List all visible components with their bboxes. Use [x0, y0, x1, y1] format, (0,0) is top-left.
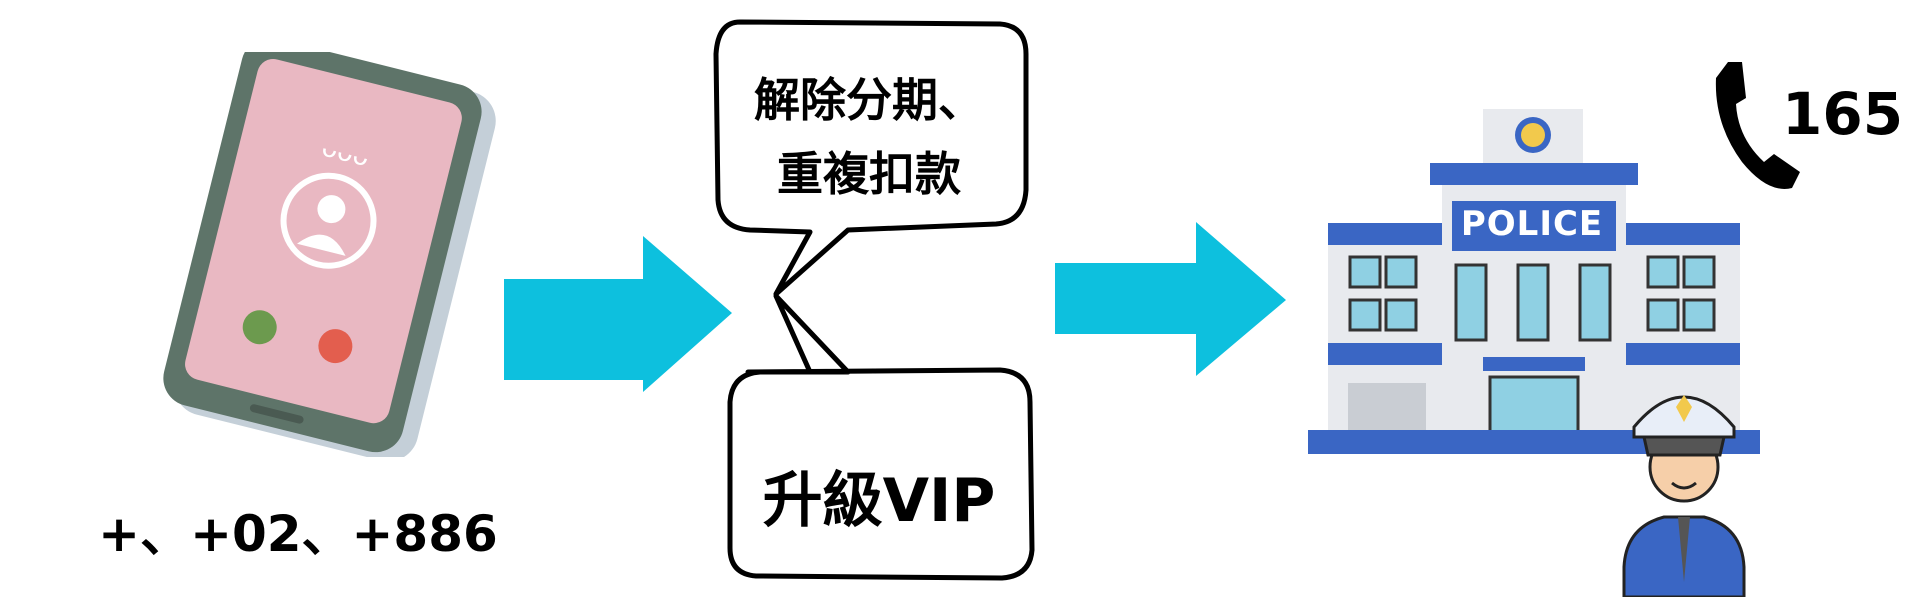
phone-handset-icon: [1715, 62, 1800, 189]
hotline-number: 165: [1782, 80, 1904, 148]
police-officer-illustration: [1622, 395, 1746, 597]
bubble-text-line2: 重複扣款: [777, 147, 961, 201]
decline-call-icon: [318, 329, 353, 364]
police-station-illustration: [1308, 109, 1760, 454]
arrow-right-icon: [1055, 222, 1286, 376]
arrow-right-icon: [504, 236, 732, 392]
speech-bubbles: [713, 19, 1035, 581]
phone-number-prefixes: +、+02、+886: [98, 505, 498, 563]
answer-call-icon: [242, 310, 277, 345]
bubble-text-vip: 升級VIP: [762, 466, 996, 536]
police-sign: POLICE: [1460, 204, 1604, 244]
phone-illustration: ᴗᴗᴗ: [163, 52, 496, 457]
bubble-text-line1: 解除分期、: [754, 73, 984, 127]
